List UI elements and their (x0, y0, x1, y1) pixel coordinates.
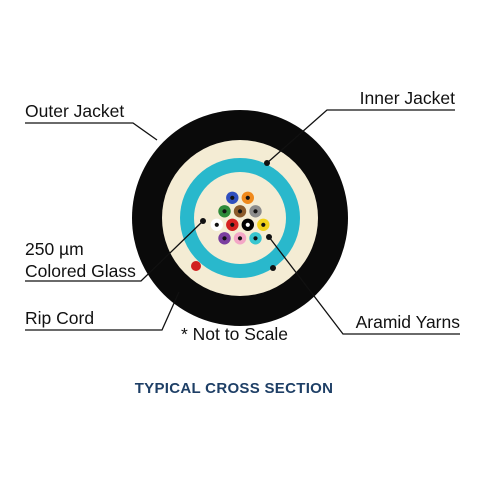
outer-jacket-label: Outer Jacket (25, 101, 124, 121)
buffer-core (194, 172, 286, 264)
figure-caption: TYPICAL CROSS SECTION (135, 380, 334, 397)
inner-jacket-leader (266, 109, 455, 164)
aramid-yarns-leader (268, 236, 460, 335)
colored-glass-leader (25, 220, 204, 282)
fiber-9-core (261, 222, 266, 227)
colored-glass-label-line1: 250 µm (25, 239, 84, 259)
rip-cord-label: Rip Cord (25, 308, 94, 328)
colored-glass-label-line2: Colored Glass (25, 261, 136, 281)
fiber-4-core (237, 209, 243, 214)
not-to-scale-note: * Not to Scale (181, 324, 288, 344)
aramid-yarns-leader-dot (266, 234, 272, 240)
fiber-11-core (237, 236, 243, 241)
inner-jacket-leader-dot (264, 160, 270, 166)
fiber-10-core (222, 236, 227, 241)
fiber-bundle (210, 191, 270, 245)
fiber-2-core (245, 195, 250, 200)
fiber-5-core (253, 209, 258, 214)
rip-cord-leader (25, 291, 180, 331)
aramid-yarns-label: Aramid Yarns (356, 312, 461, 332)
fiber-1-core (230, 195, 235, 200)
colored-glass-leader-dot (200, 218, 206, 224)
rip-cord (191, 261, 201, 271)
outer-jacket-leader (25, 122, 158, 141)
fiber-12-core (253, 236, 258, 241)
fiber-7-core (230, 222, 235, 227)
fiber-6-core (214, 222, 219, 227)
inner-jacket-label: Inner Jacket (360, 88, 455, 108)
rip-cord-leader-dot (270, 265, 276, 271)
fiber-3-core (222, 209, 227, 214)
fiber-8-core (245, 222, 250, 227)
